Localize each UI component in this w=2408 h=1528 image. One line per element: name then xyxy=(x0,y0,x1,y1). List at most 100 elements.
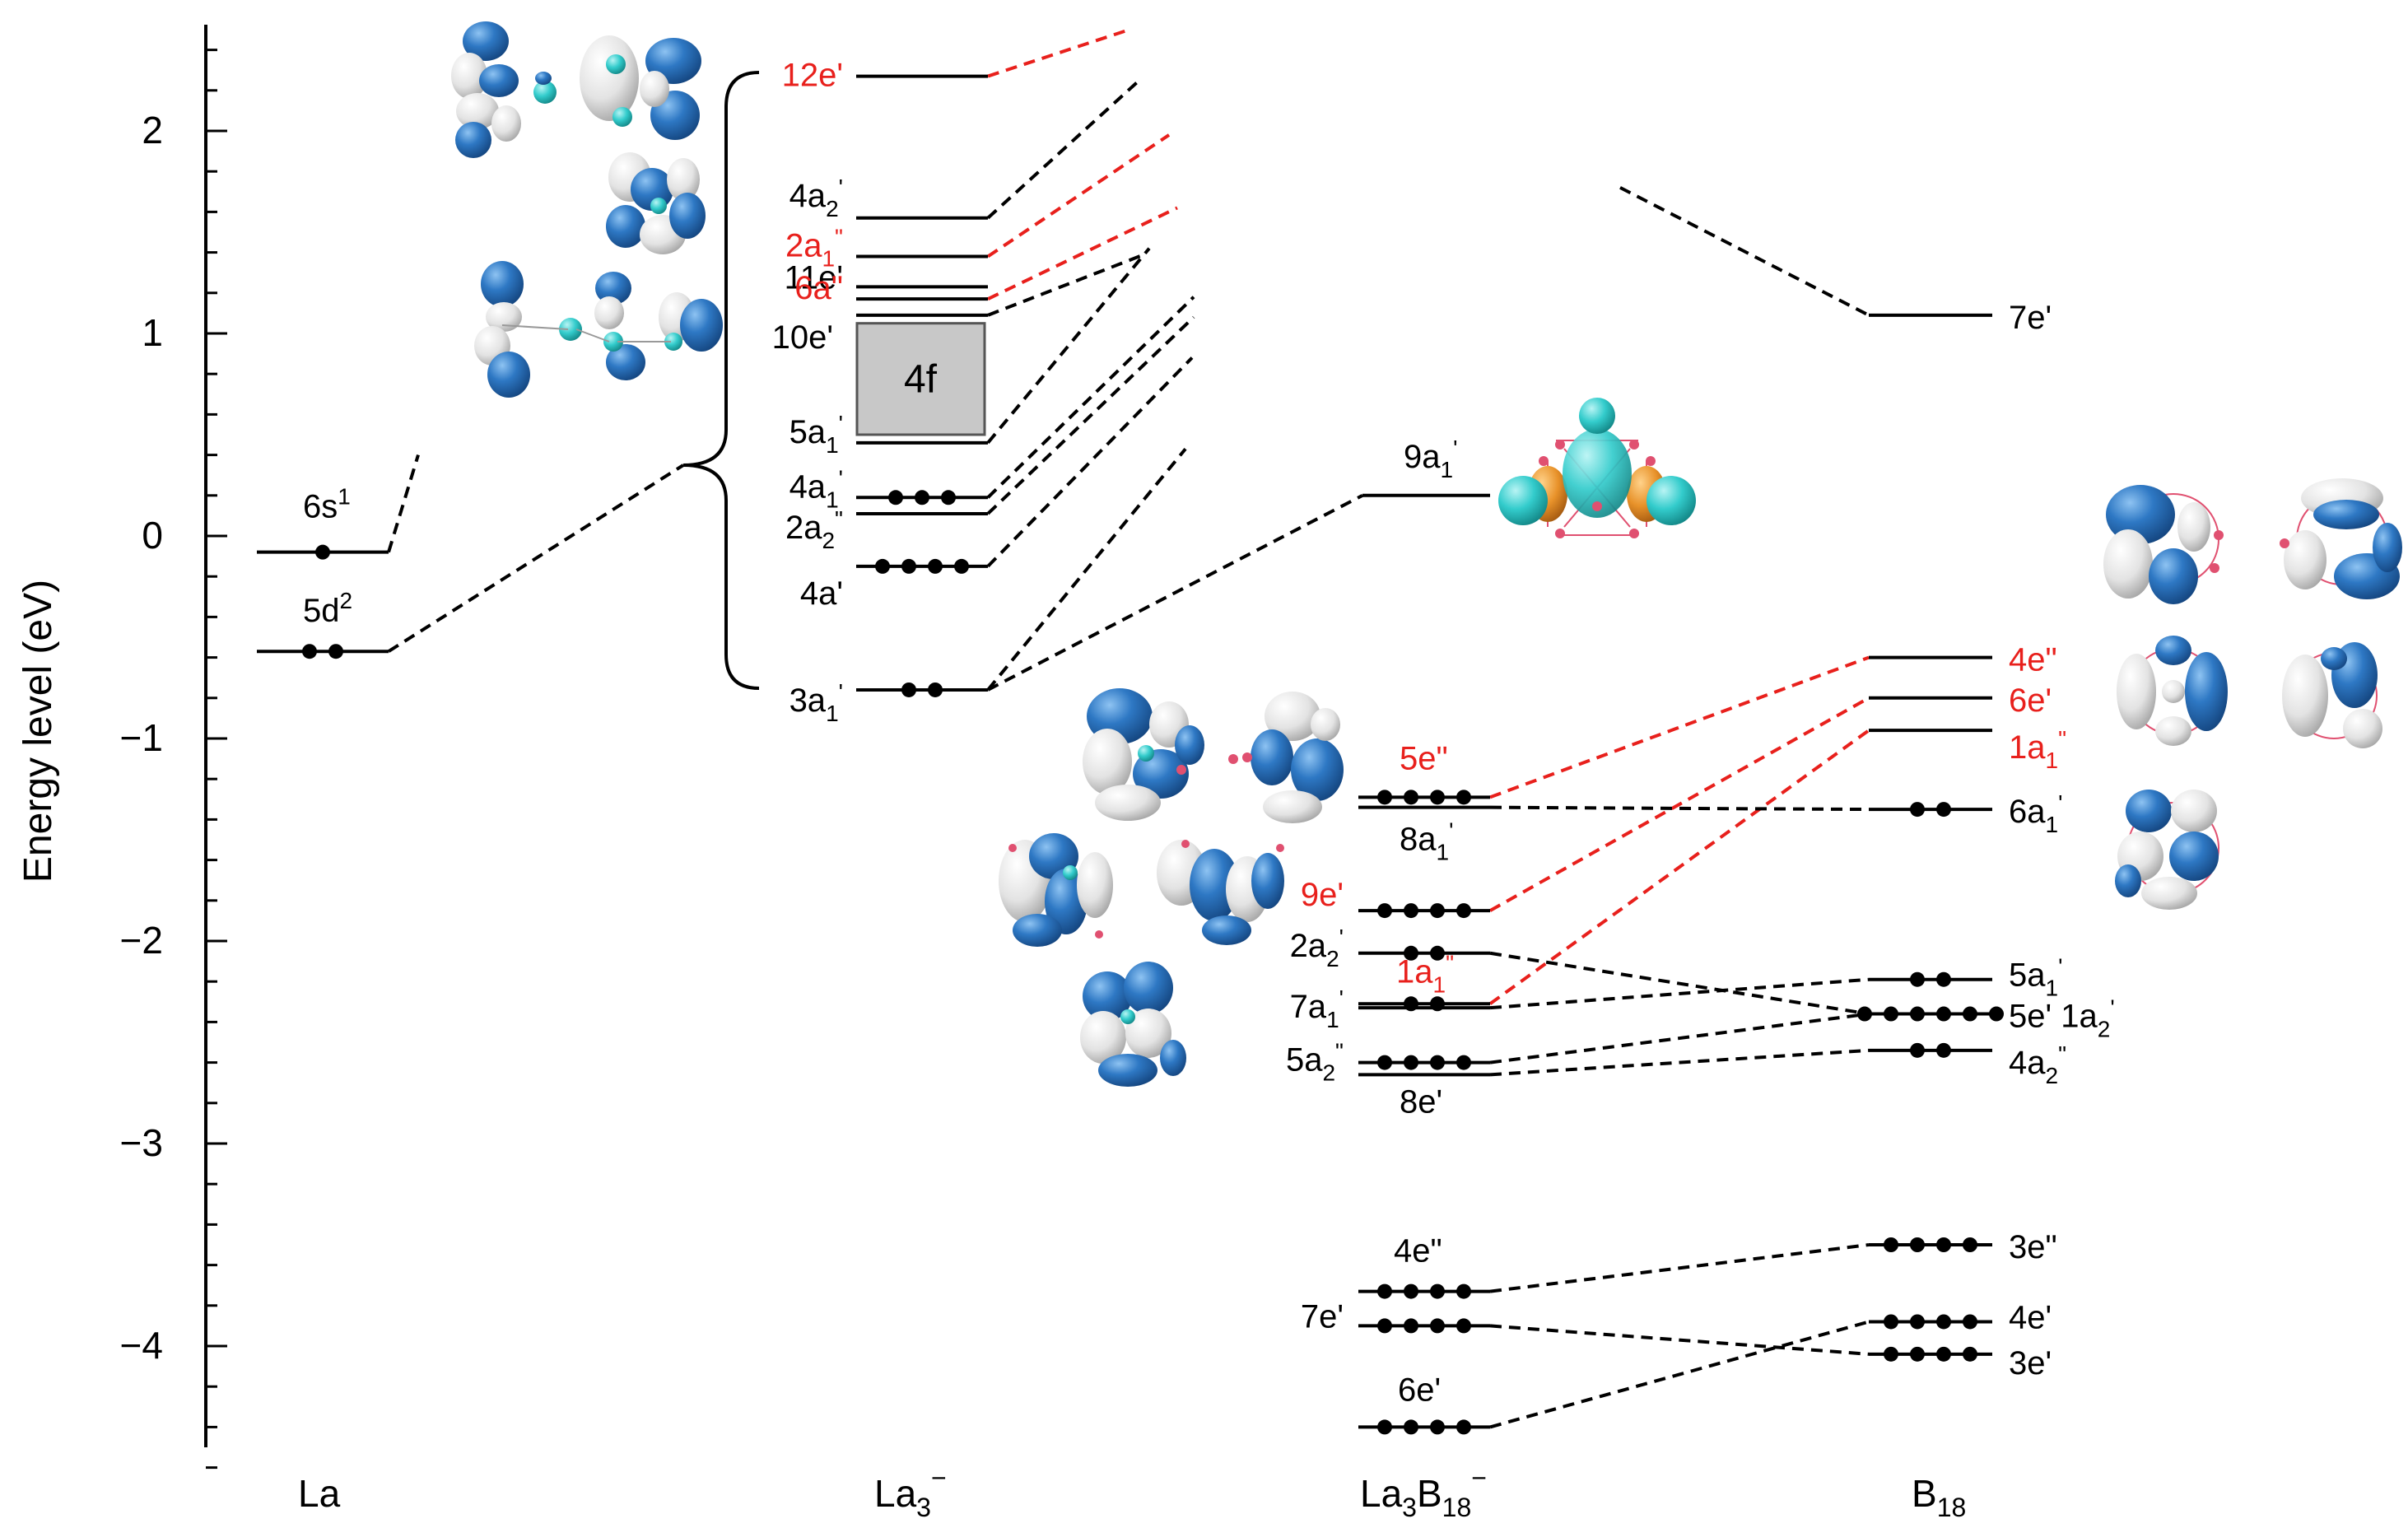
electron-dot xyxy=(1430,1055,1445,1070)
electron-dot xyxy=(1936,1042,1951,1058)
electron-dot xyxy=(1404,1318,1418,1334)
level-label: 4e' xyxy=(2009,1299,2052,1335)
correlation-line xyxy=(1619,186,1870,317)
level-label: 12e' xyxy=(782,58,843,94)
y-tick-labels: 2 1 0 −4 −3 −2 −1 xyxy=(120,109,163,1367)
level-label: 4e" xyxy=(2009,642,2057,678)
level-label: 3a1' xyxy=(789,679,843,726)
electron-dot xyxy=(1910,1346,1925,1362)
orbital-image xyxy=(580,35,701,140)
level-label: 6a" xyxy=(794,270,843,306)
correlation-line xyxy=(1489,805,1870,812)
electron-dot xyxy=(1404,903,1418,919)
correlation-line xyxy=(1489,977,1870,1010)
b18-orbital-images xyxy=(2103,478,2402,910)
level-label: 4a2' xyxy=(789,175,843,221)
y-tick-label: 2 xyxy=(142,109,163,151)
level-label: 6a1' xyxy=(2009,790,2062,837)
electron-dot xyxy=(1456,1055,1471,1070)
level-label: 1a1" xyxy=(1396,950,1454,997)
correlation-line xyxy=(986,79,1141,220)
column-title-la3: La3− xyxy=(874,1463,947,1522)
level-label: 6s1 xyxy=(303,484,351,525)
electron-dot xyxy=(315,544,330,560)
orbital-image xyxy=(1498,398,1696,538)
level-label: 8a1' xyxy=(1400,818,1453,865)
orbital-image xyxy=(451,21,557,158)
correlation-line xyxy=(1489,655,1870,799)
electron-dot xyxy=(1884,1314,1898,1330)
correlation-line xyxy=(1489,1324,1870,1356)
electron-dot xyxy=(928,682,943,697)
electron-dot xyxy=(1377,1055,1392,1070)
electron-dot xyxy=(1857,1006,1872,1022)
correlation-line xyxy=(1488,729,1870,1005)
orbital-image xyxy=(999,833,1113,947)
correlation-line xyxy=(986,356,1194,568)
electron-dot xyxy=(875,558,890,574)
electron-dot xyxy=(1936,802,1951,818)
orbital-image xyxy=(2103,485,2224,604)
level-label: 4a2" xyxy=(2009,1041,2066,1088)
level-labels: 6s15d212e'4a2'2a1"11e'6a"10e'5a1'4a1'2a2… xyxy=(303,58,2115,1409)
correlation-line xyxy=(1489,1012,1870,1064)
electron-dot xyxy=(302,644,317,659)
electron-dot xyxy=(1456,903,1471,919)
electron-dot xyxy=(1377,903,1392,919)
correlation-line xyxy=(387,454,420,553)
correlation-line xyxy=(387,464,685,653)
y-axis-label: Energy level (eV) xyxy=(16,580,60,883)
level-label: 7e' xyxy=(1301,1298,1344,1335)
column-title-la3b18: La3B18− xyxy=(1360,1463,1487,1522)
level-label: 4a1' xyxy=(789,465,843,512)
electron-dot xyxy=(1377,1283,1392,1299)
electron-dot xyxy=(1404,1419,1418,1435)
electron-dot xyxy=(1963,1006,1977,1022)
correlation-line xyxy=(1489,696,1870,912)
electron-dot xyxy=(915,490,929,505)
level-label: 4a' xyxy=(800,575,843,612)
level-label: 7a1' xyxy=(1290,985,1344,1032)
la3-orbital-images xyxy=(451,21,723,398)
level-label: 2a2" xyxy=(785,506,843,553)
level-label: 3e' xyxy=(2009,1345,2052,1381)
electron-dot xyxy=(1377,790,1392,805)
electron-dot xyxy=(1404,1283,1418,1299)
correlation-line xyxy=(987,494,1363,692)
electron-dot xyxy=(1430,945,1445,961)
electron-dot xyxy=(1910,1006,1925,1022)
electron-dot xyxy=(1910,1042,1925,1058)
level-label: 4e" xyxy=(1394,1233,1442,1269)
level-label: 3e" xyxy=(2009,1229,2057,1265)
electron-dot xyxy=(941,490,956,505)
correlation-line xyxy=(986,447,1187,692)
electron-dot xyxy=(1430,1318,1445,1334)
f-band-box xyxy=(855,322,986,436)
y-tick-label: −3 xyxy=(120,1121,163,1164)
y-tick-label: −2 xyxy=(120,919,163,962)
orbital-image xyxy=(1228,692,1344,823)
correlation-line xyxy=(986,315,1195,515)
column-title-la: La xyxy=(298,1472,341,1515)
orbital-image xyxy=(606,152,706,254)
correlation-lines xyxy=(387,28,1870,1429)
level-label: 2a2' xyxy=(1290,925,1344,971)
level-label: 5e' 1a2' xyxy=(2009,995,2115,1042)
electron-dot xyxy=(1456,790,1471,805)
orbital-image xyxy=(2282,642,2382,748)
electron-dot xyxy=(1404,790,1418,805)
orbital-image xyxy=(1157,840,1284,945)
electron-dot xyxy=(1884,1237,1898,1252)
correlation-line xyxy=(986,296,1195,499)
electron-dot xyxy=(1936,1314,1951,1330)
electron-dot xyxy=(1884,1006,1898,1022)
electron-dot xyxy=(1936,1346,1951,1362)
electron-dot xyxy=(1456,1283,1471,1299)
level-label: 5a2" xyxy=(1286,1039,1344,1086)
orbital-image xyxy=(2280,478,2402,599)
orbital-image xyxy=(2115,790,2219,910)
electron-dot xyxy=(1910,1237,1925,1252)
level-label: 8e' xyxy=(1400,1083,1442,1120)
correlation-line xyxy=(986,133,1171,259)
